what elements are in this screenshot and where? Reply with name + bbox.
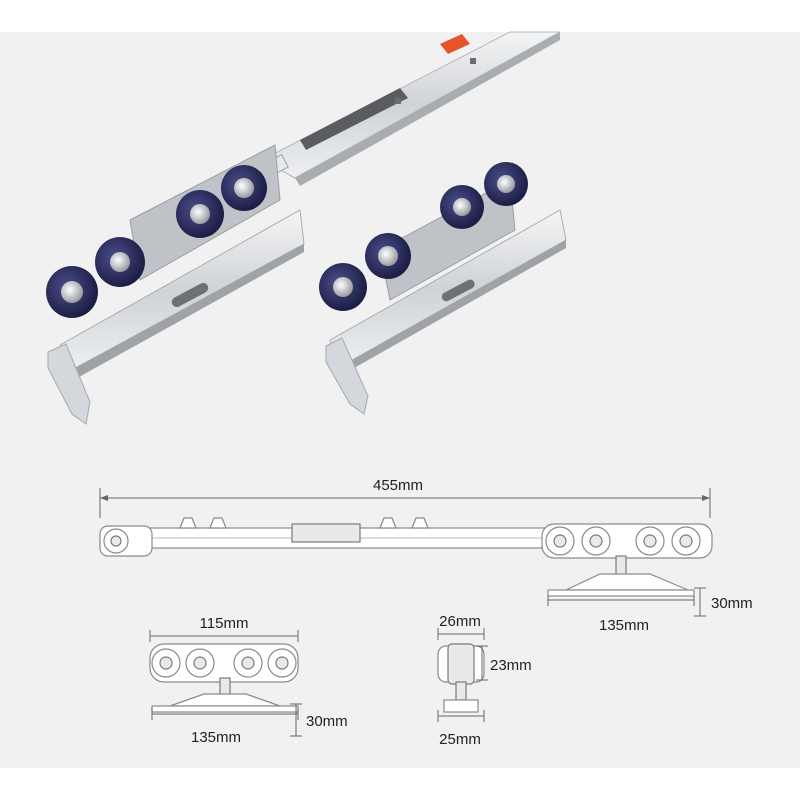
wheel-icon [484, 162, 528, 206]
dimension-front-base: 135mm [191, 729, 241, 746]
dimension-side-base: 135mm [599, 617, 649, 634]
wheel-icon [671, 526, 701, 556]
dimension-total-length: 455mm [373, 477, 423, 494]
wheel-icon [233, 648, 263, 678]
dimension-front-wheels: 115mm [200, 615, 249, 632]
front-view-drawing [149, 630, 302, 737]
wheel-icon [176, 190, 224, 238]
side-view-drawing [99, 488, 713, 617]
wheel-icon [581, 526, 611, 556]
wheel-icon [46, 266, 98, 318]
wheel-icon [319, 263, 367, 311]
wheel-icon [221, 165, 267, 211]
wheel-icon [185, 648, 215, 678]
wheel-icon [440, 185, 484, 229]
wheel-icon [545, 526, 575, 556]
wheel-icon [267, 648, 297, 678]
dimension-end-base: 25mm [439, 731, 481, 748]
dimension-side-height: 30mm [711, 595, 753, 612]
diagram-background [0, 32, 800, 768]
dimension-front-height: 30mm [306, 713, 348, 730]
left-trolley [46, 144, 305, 425]
wheel-icon [635, 526, 665, 556]
end-view-drawing [437, 628, 488, 722]
dimension-end-width: 26mm [439, 613, 481, 630]
wheel-icon [151, 648, 181, 678]
wheel-icon [95, 237, 145, 287]
orange-handle-icon [440, 34, 470, 54]
dimension-end-height: 23mm [490, 657, 532, 674]
right-trolley [319, 162, 567, 415]
connecting-rail [260, 31, 561, 186]
wheel-icon [365, 233, 411, 279]
